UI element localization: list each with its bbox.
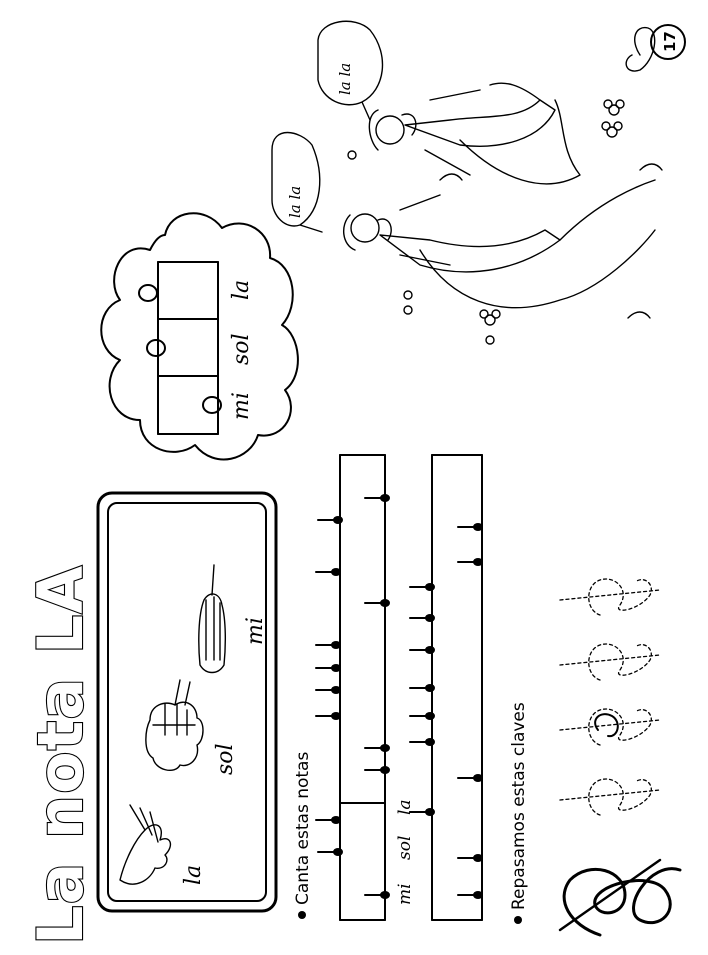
page-title: La nota LA [24,565,97,945]
note-label-sol: sol [395,836,415,860]
exercise2-instruction: Repasamos estas claves [509,702,529,910]
bullet-icon [514,916,522,924]
speech-bubble-2: la la [336,63,354,95]
traced-clef-icon [559,778,661,816]
hand-mi-icon [198,564,227,674]
treble-clef-icon [558,858,682,937]
hand-label-la: la [181,865,206,885]
hand-la-icon [119,804,172,885]
cloud-note-mi [202,396,222,414]
traced-clef-icon [559,708,661,746]
page-number: 17 [661,31,679,52]
bullet-icon [298,911,306,919]
staff-2-notes [409,523,483,899]
cloud-note-la [138,284,158,302]
page-number-badge: 17 [625,24,686,72]
cloud-label-sol: sol [229,333,254,365]
bird-icon [439,163,663,319]
hand-label-sol: sol [213,743,238,775]
hand-sign-panel: la sol mi [96,491,278,913]
exercise-sing-notes: Canta estas notas mi sol la [293,454,483,921]
thought-cloud: mi sol la [100,212,299,461]
cloud-staff [138,261,222,435]
note-label-mi: mi [395,883,415,905]
speech-bubble-1: la la [286,186,304,218]
traced-clef-icon [559,578,661,616]
exercise-trace-clefs: Repasamos estas claves [509,578,682,937]
traced-clef-icon [559,643,661,681]
cloud-note-sol [146,339,166,357]
title-group: La nota LA [23,564,98,946]
dancer-figure-1 [343,179,656,309]
exercise1-instruction: Canta estas notas [293,752,313,905]
staff-1 [339,454,386,921]
cloud-label-la: la [229,280,254,300]
dancer-figure-2 [368,82,581,185]
dancing-girls-illustration: la la la la [271,20,663,345]
hand-label-mi: mi [243,617,268,645]
flower-icon [347,99,625,345]
hand-sol-icon [145,679,204,772]
cloud-label-mi: mi [229,392,254,420]
staff-1-notes [315,494,390,899]
